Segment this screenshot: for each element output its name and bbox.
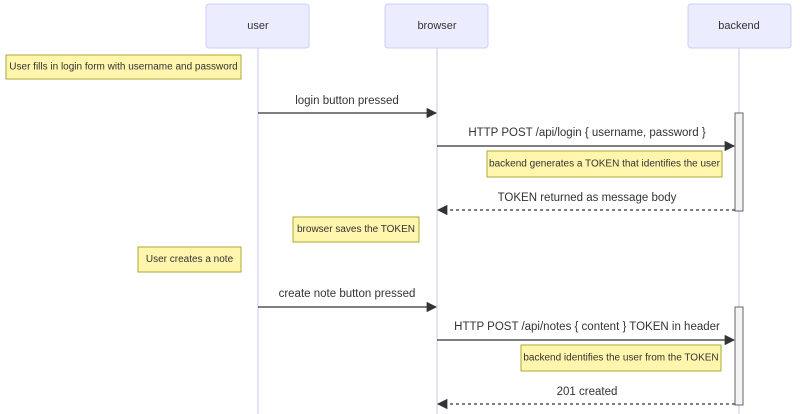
note-text: User creates a note	[146, 254, 234, 265]
actor-backend-label: backend	[718, 20, 760, 32]
actor-user-label: user	[247, 20, 269, 32]
message-201-created: 201 created	[436, 386, 735, 410]
message-label: login button pressed	[295, 95, 399, 107]
note-backend-identifies-user: backend identifies the user from the TOK…	[520, 344, 722, 372]
note-user-fills-login: User fills in login form with username a…	[5, 54, 242, 80]
actor-user: user	[205, 3, 310, 49]
message-http-post-login: HTTP POST /api/login { username, passwor…	[437, 127, 736, 152]
note-text: User fills in login form with username a…	[9, 62, 237, 73]
message-label: HTTP POST /api/login { username, passwor…	[468, 127, 706, 139]
note-user-creates-note: User creates a note	[137, 246, 242, 273]
note-text: browser saves the TOKEN	[297, 224, 415, 235]
note-text: backend identifies the user from the TOK…	[523, 353, 718, 364]
message-http-post-notes: HTTP POST /api/notes { content } TOKEN i…	[437, 321, 736, 346]
message-login-button-pressed: login button pressed	[258, 95, 438, 119]
note-text: backend generates a TOKEN that identifie…	[489, 159, 721, 170]
message-label: TOKEN returned as message body	[498, 192, 677, 204]
message-label: 201 created	[557, 386, 618, 398]
message-token-returned: TOKEN returned as message body	[436, 192, 735, 216]
message-create-note-button-pressed: create note button pressed	[258, 288, 438, 313]
actor-browser: browser	[384, 3, 489, 49]
note-browser-saves-token: browser saves the TOKEN	[292, 216, 420, 243]
activation-backend-login	[734, 112, 744, 212]
activation-backend-notes	[734, 306, 744, 406]
actor-browser-label: browser	[417, 20, 456, 32]
note-backend-generates-token: backend generates a TOKEN that identifie…	[486, 150, 723, 178]
actor-backend: backend	[687, 3, 792, 49]
message-label: create note button pressed	[279, 288, 416, 300]
message-label: HTTP POST /api/notes { content } TOKEN i…	[454, 321, 720, 333]
